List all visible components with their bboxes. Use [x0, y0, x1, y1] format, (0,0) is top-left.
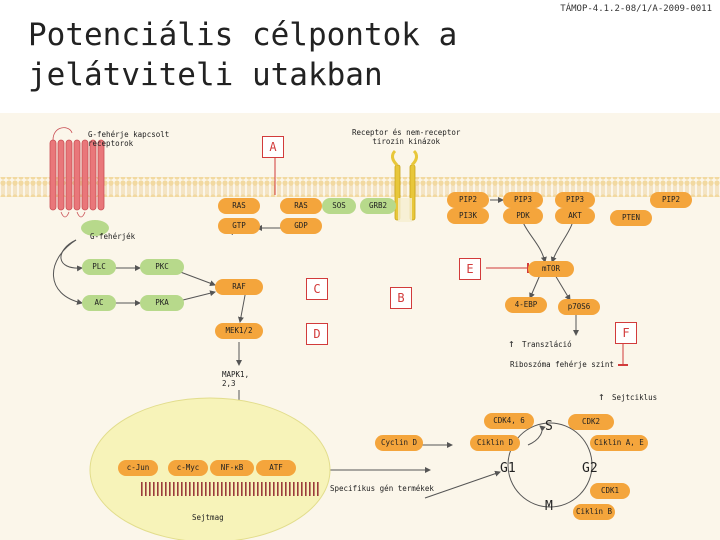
node-p70s6: p70S6: [558, 299, 600, 315]
node-pka: PKA: [140, 295, 184, 311]
node-cdk46: CDK4, 6: [484, 413, 534, 429]
target-e: E: [459, 258, 481, 280]
target-c: C: [306, 278, 328, 300]
cell-membrane: [0, 177, 720, 197]
target-d: D: [306, 323, 328, 345]
node-ciklin-ae: Ciklin A, E: [590, 435, 648, 451]
page-title-line1: Potenciális célpontok a: [28, 17, 458, 53]
phase-g2: G2: [582, 461, 598, 476]
node-atf: ATF: [256, 460, 296, 476]
cell-cycle-ring: [507, 422, 593, 508]
node-cjun: c-Jun: [118, 460, 158, 476]
node-cdk1: CDK1: [590, 483, 630, 499]
specific-genes-label: Specifikus gén termékek: [330, 484, 434, 493]
node-gdp: GDP: [280, 218, 322, 234]
node-gtp: GTP: [218, 218, 260, 234]
node-pten: PTEN: [610, 210, 652, 226]
target-f: F: [615, 322, 637, 344]
translation-arrow-icon: ↑: [508, 337, 515, 350]
node-akt: AKT: [555, 208, 595, 224]
node-ciklin-b: Ciklin B: [573, 504, 615, 520]
page-title-line2: jelátviteli utakban: [28, 57, 383, 93]
node-pi3k: PI3K: [447, 208, 489, 224]
node-pip2-b: PIP2: [650, 192, 692, 208]
node-cmyc: c-Myc: [168, 460, 208, 476]
node-mek: MEK1/2: [215, 323, 263, 339]
g-protein-label: G-fehérjék: [90, 232, 136, 241]
node-raf: RAF: [215, 279, 263, 295]
node-4ebp: 4-EBP: [505, 297, 547, 313]
node-pkc: PKC: [140, 259, 184, 275]
node-pdk: PDK: [503, 208, 543, 224]
node-mtor: mTOR: [528, 261, 574, 277]
cellcycle-label: Sejtciklus: [612, 393, 658, 402]
node-nfkb: NF-ĸB: [210, 460, 254, 476]
node-sos: SOS: [322, 198, 356, 214]
node-cdk2: CDK2: [568, 414, 614, 430]
node-ras-1: RAS: [218, 198, 260, 214]
nucleus-label: Sejtmag: [192, 513, 224, 522]
node-plc: PLC: [82, 259, 116, 275]
target-b: B: [390, 287, 412, 309]
phase-g1: G1: [500, 461, 516, 476]
rtk-label: Receptor és nem-receptor tirozin kinázok: [352, 128, 461, 146]
mapk-label: MAPK1, 2,3: [222, 370, 250, 388]
node-pip3-b: PIP3: [555, 192, 595, 208]
gpcr-receptor-icon: [49, 127, 105, 218]
node-grb2: GRB2: [360, 198, 396, 214]
dna-strand: [140, 482, 320, 496]
node-ciklin-d: Ciklin D: [470, 435, 520, 451]
phase-m: M: [545, 499, 553, 514]
translation-label: Transzláció: [522, 340, 572, 349]
cellcycle-arrow-icon: ↑: [598, 390, 605, 403]
node-cyclin-d: Cyclin D: [375, 435, 423, 451]
node-pip2-a: PIP2: [447, 192, 489, 208]
project-code: TÁMOP-4.1.2-08/1/A-2009-0011: [560, 4, 712, 14]
gpcr-label: G-fehérje kapcsolt receptorok: [88, 130, 170, 148]
node-ras-2: RAS: [280, 198, 322, 214]
g-protein-icon: [81, 220, 109, 236]
phase-s: S: [545, 419, 553, 434]
node-pip3-a: PIP3: [503, 192, 543, 208]
ribosome-label: Riboszóma fehérje szint: [510, 360, 614, 369]
node-ac: AC: [82, 295, 116, 311]
target-a: A: [262, 136, 284, 158]
